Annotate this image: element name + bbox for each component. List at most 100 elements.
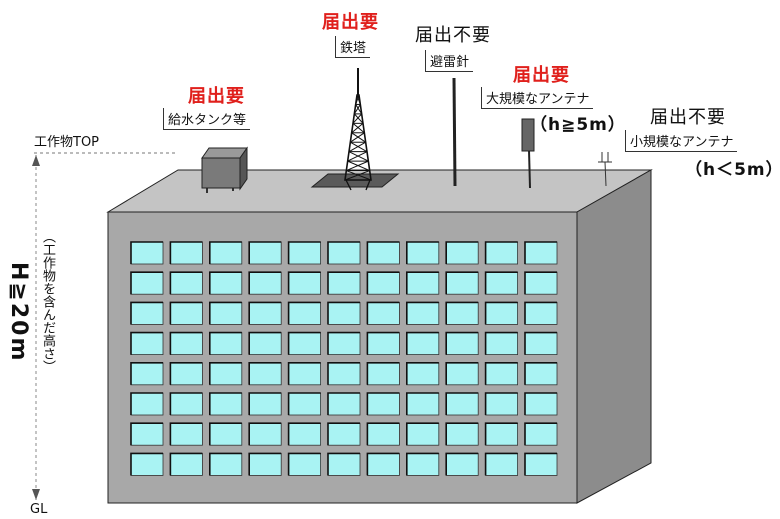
- window: [366, 271, 400, 295]
- window: [485, 422, 519, 446]
- window: [485, 392, 519, 416]
- window: [524, 301, 558, 325]
- tower-brace: [351, 122, 364, 134]
- tower-brace: [344, 170, 370, 181]
- window-frame: [445, 241, 479, 264]
- window-frame: [248, 452, 282, 476]
- height-note-label: （工作物を含んだ高さ）: [40, 230, 55, 373]
- window-frame: [366, 452, 400, 476]
- window-frame: [169, 241, 203, 264]
- window-frame: [484, 422, 518, 446]
- window-frame: [287, 392, 321, 415]
- window-frame: [169, 392, 203, 415]
- window: [327, 452, 361, 476]
- window-frame: [445, 301, 479, 325]
- height-arrow-bottom: [32, 489, 40, 500]
- window: [209, 422, 243, 446]
- window-frame: [406, 331, 439, 355]
- window-frame: [209, 271, 242, 295]
- window-frame: [130, 241, 163, 264]
- window: [209, 392, 243, 416]
- window-frame: [524, 271, 557, 295]
- window: [327, 392, 361, 416]
- window: [288, 241, 322, 265]
- window: [209, 241, 243, 265]
- window-frame: [524, 331, 557, 355]
- window-frame: [524, 301, 557, 325]
- window-frame: [366, 271, 400, 295]
- window: [169, 452, 203, 476]
- window-frame: [524, 392, 557, 415]
- window-frame: [524, 241, 557, 264]
- window: [169, 422, 203, 446]
- window: [130, 392, 164, 416]
- tower-brace: [356, 94, 361, 105]
- window: [130, 332, 164, 356]
- window: [209, 301, 243, 325]
- window: [524, 271, 558, 295]
- tower-brace: [355, 94, 360, 105]
- small-antenna-item-label: 小規模なアンテナ: [625, 130, 738, 152]
- window-frame: [366, 422, 400, 446]
- window-frame: [327, 452, 360, 476]
- window: [169, 241, 203, 265]
- window-frame: [287, 422, 321, 446]
- window-frame: [248, 422, 282, 446]
- window: [248, 301, 282, 325]
- window-frame: [130, 422, 163, 446]
- window-frame: [287, 301, 321, 325]
- window-frame: [248, 331, 282, 355]
- window-frame: [130, 301, 163, 325]
- tower-brace: [352, 122, 365, 134]
- window-frame: [287, 362, 321, 385]
- window: [406, 241, 440, 265]
- window-frame: [209, 422, 242, 446]
- window: [288, 392, 322, 416]
- window-frame: [169, 271, 203, 295]
- window: [406, 271, 440, 295]
- window: [209, 332, 243, 356]
- window: [248, 452, 282, 476]
- window-frame: [484, 241, 518, 264]
- window-frame: [130, 362, 163, 385]
- window-frame: [248, 392, 282, 415]
- window-frame: [484, 362, 518, 385]
- window-frame: [406, 301, 439, 325]
- window: [406, 332, 440, 356]
- window: [169, 362, 203, 386]
- window-frame: [287, 331, 321, 355]
- window-frame: [445, 331, 479, 355]
- window: [445, 332, 479, 356]
- window: [248, 241, 282, 265]
- window: [445, 392, 479, 416]
- window: [169, 392, 203, 416]
- window-frame: [327, 301, 360, 325]
- window-frame: [287, 241, 321, 264]
- window-frame: [524, 362, 557, 385]
- window-frame: [169, 422, 203, 446]
- window-frame: [130, 271, 163, 295]
- water-tank: [201, 146, 248, 193]
- window-frame: [484, 331, 518, 355]
- lightning-rod: [452, 77, 457, 187]
- window-frame: [209, 362, 242, 385]
- rod-status: 届出不要: [415, 25, 491, 46]
- window: [524, 362, 558, 386]
- window: [366, 422, 400, 446]
- tower-brace: [350, 132, 365, 143]
- window: [445, 271, 479, 295]
- top-label: 工作物TOP: [34, 135, 100, 150]
- window-frame: [169, 301, 203, 325]
- large-antenna-item-label: 大規模なアンテナ: [481, 87, 594, 109]
- window: [406, 452, 440, 476]
- window-frame: [406, 362, 439, 385]
- window-frame: [248, 241, 282, 264]
- window-frame: [524, 452, 557, 476]
- tower-brace: [347, 160, 370, 172]
- window: [288, 422, 322, 446]
- window: [485, 332, 519, 356]
- gl-label: GL: [30, 502, 48, 517]
- window-frame: [445, 422, 479, 446]
- window: [169, 301, 203, 325]
- window-frame: [366, 241, 400, 264]
